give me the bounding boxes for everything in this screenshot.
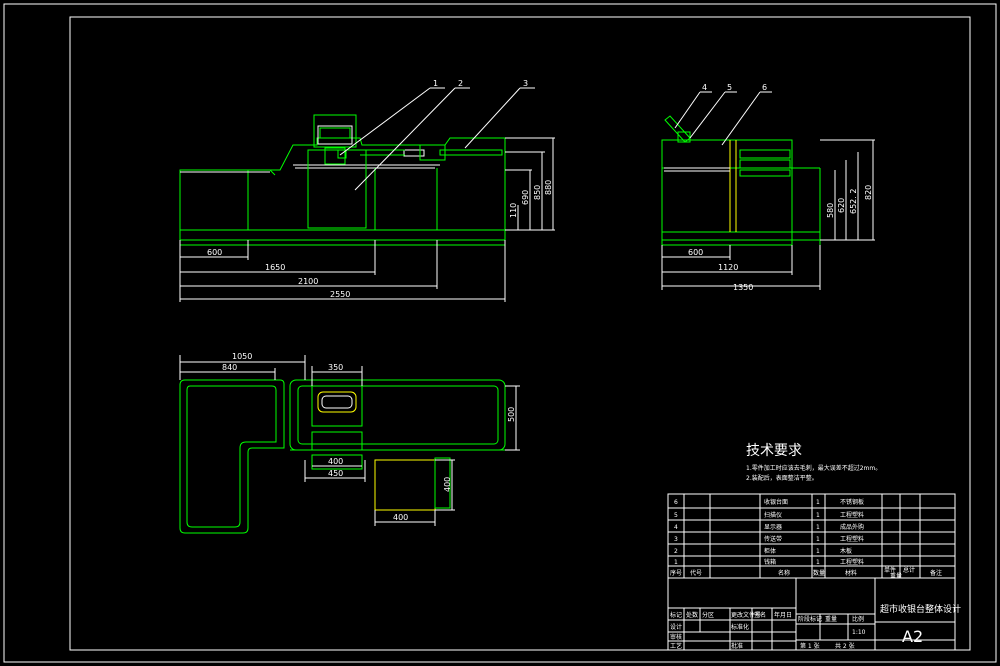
dim-880: 880 xyxy=(544,180,553,195)
bom-qty-4: 1 xyxy=(816,524,820,531)
tb-date: 年月日 xyxy=(774,611,792,619)
bom-no-2: 2 xyxy=(674,548,678,555)
tech-heading: 技术要求 xyxy=(746,443,802,459)
bom-header-weight: 重量 xyxy=(890,572,902,580)
dim-2100: 2100 xyxy=(298,277,318,286)
bom-header-code: 代号 xyxy=(690,569,702,577)
dim-580: 580 xyxy=(826,203,835,218)
bom-qty-6: 1 xyxy=(816,499,820,506)
bom-mat-2: 木板 xyxy=(840,547,852,555)
bom-header-single: 单件 xyxy=(884,566,896,574)
dim-1350: 1350 xyxy=(733,283,753,292)
bom-qty-1: 1 xyxy=(816,559,820,566)
bom-mat-5: 工程塑料 xyxy=(840,511,864,519)
balloon-3: 3 xyxy=(523,79,528,88)
plan-view: 1050 840 350 500 400 450 400 400 xyxy=(179,352,520,534)
bom-header-total: 总计 xyxy=(903,566,915,574)
dim-2550: 2550 xyxy=(330,290,350,299)
dim-1120: 1120 xyxy=(718,263,738,272)
dim-400-vert: 400 xyxy=(443,477,452,492)
bom-name-2: 柜体 xyxy=(764,547,776,555)
tb-design: 设计 xyxy=(670,623,682,631)
tb-approve: 批准 xyxy=(731,642,743,650)
balloon-6: 6 xyxy=(762,83,767,92)
drawing-title: 超市收银台整体设计 xyxy=(880,603,961,615)
tb-stage: 阶段标记 xyxy=(798,615,822,623)
bom-qty-5: 1 xyxy=(816,512,820,519)
dim-652: 652. 2 xyxy=(849,189,858,214)
bom-mat-6: 不锈钢板 xyxy=(840,498,864,506)
title-block: 标记 处数 分区 更改文件号 签名 年月日 设计 标准化 审核 工艺 批准 阶段… xyxy=(667,577,961,651)
front-elevation-view: 600 1650 2100 2550 110 690 850 880 1 2 3 xyxy=(179,79,555,302)
dim-850: 850 xyxy=(533,185,542,200)
dim-1050: 1050 xyxy=(232,352,252,361)
tb-sheets: 共 2 张 xyxy=(835,642,855,650)
bom-qty-2: 1 xyxy=(816,548,820,555)
bom-header-note: 备注 xyxy=(930,569,942,577)
bom-qty-3: 1 xyxy=(816,536,820,543)
bom-header-name: 名称 xyxy=(778,569,790,577)
bom-name-4: 显示器 xyxy=(764,524,782,531)
balloon-4: 4 xyxy=(702,83,707,92)
tech-note-1: 1.零件加工时应该去毛刺，最大误差不超过2mm。 xyxy=(746,464,881,472)
bom-name-6: 收银台面 xyxy=(764,498,788,506)
sheet-size: A2 xyxy=(902,627,923,646)
bom-header-material: 材料 xyxy=(845,569,857,577)
bom-no-4: 4 xyxy=(674,524,678,531)
dim-110: 110 xyxy=(509,203,518,218)
side-elevation-view: 600 1120 1350 580 620 652. 2 820 4 5 6 xyxy=(661,83,875,292)
bom-no-6: 6 xyxy=(674,499,678,506)
bom-no-3: 3 xyxy=(674,536,678,543)
dim-820: 820 xyxy=(864,185,873,200)
bom-mat-4: 成品外购 xyxy=(840,523,864,531)
balloon-5: 5 xyxy=(727,83,732,92)
balloon-2: 2 xyxy=(458,79,463,88)
dim-500: 500 xyxy=(507,407,516,422)
bom-name-1: 钱箱 xyxy=(764,558,776,566)
dim-600-side: 600 xyxy=(688,248,703,257)
tb-sign: 签名 xyxy=(754,611,766,619)
dim-620: 620 xyxy=(837,198,846,213)
dim-1650: 1650 xyxy=(265,263,285,272)
bom-header-no: 序号 xyxy=(670,569,682,577)
dim-350: 350 xyxy=(328,363,343,372)
tech-note-2: 2.装配后，表面整洁平整。 xyxy=(746,474,818,482)
bom-no-1: 1 xyxy=(674,559,678,566)
drawing-outer-border xyxy=(3,3,997,663)
tb-process: 工艺 xyxy=(670,642,682,650)
dim-840: 840 xyxy=(222,363,237,372)
tb-mark: 标记 xyxy=(670,611,682,619)
tb-change-doc: 更改文件号 xyxy=(731,611,761,619)
dim-450: 450 xyxy=(328,469,343,478)
tb-ratio: 比例 xyxy=(852,615,864,623)
bom-mat-1: 工程塑料 xyxy=(840,558,864,566)
bill-of-materials: 6 收银台面 1 不锈钢板 5 扫描仪 1 工程塑料 4 显示器 1 成品外购 … xyxy=(667,493,956,580)
bom-mat-3: 工程塑料 xyxy=(840,535,864,543)
tb-weight: 重量 xyxy=(825,615,837,623)
bom-no-5: 5 xyxy=(674,512,678,519)
dim-400-plan: 400 xyxy=(328,457,343,466)
dim-400-bottom: 400 xyxy=(393,513,408,522)
bom-name-3: 传送带 xyxy=(764,535,782,543)
tb-sheet: 第 1 张 xyxy=(800,642,820,650)
drawing-inner-border xyxy=(69,16,971,651)
dim-690: 690 xyxy=(521,190,530,205)
tb-ratio-value: 1:10 xyxy=(852,629,866,636)
dim-600-front: 600 xyxy=(207,248,222,257)
balloon-1: 1 xyxy=(433,79,438,88)
tb-standard: 标准化 xyxy=(731,623,749,631)
tb-zone: 分区 xyxy=(702,611,714,619)
tb-review: 审核 xyxy=(670,633,682,641)
bom-name-5: 扫描仪 xyxy=(764,511,782,519)
technical-requirements: 技术要求 1.零件加工时应该去毛刺，最大误差不超过2mm。 2.装配后，表面整洁… xyxy=(746,443,881,482)
bom-header-qty: 数量 xyxy=(813,569,825,577)
tb-count: 处数 xyxy=(686,611,698,619)
